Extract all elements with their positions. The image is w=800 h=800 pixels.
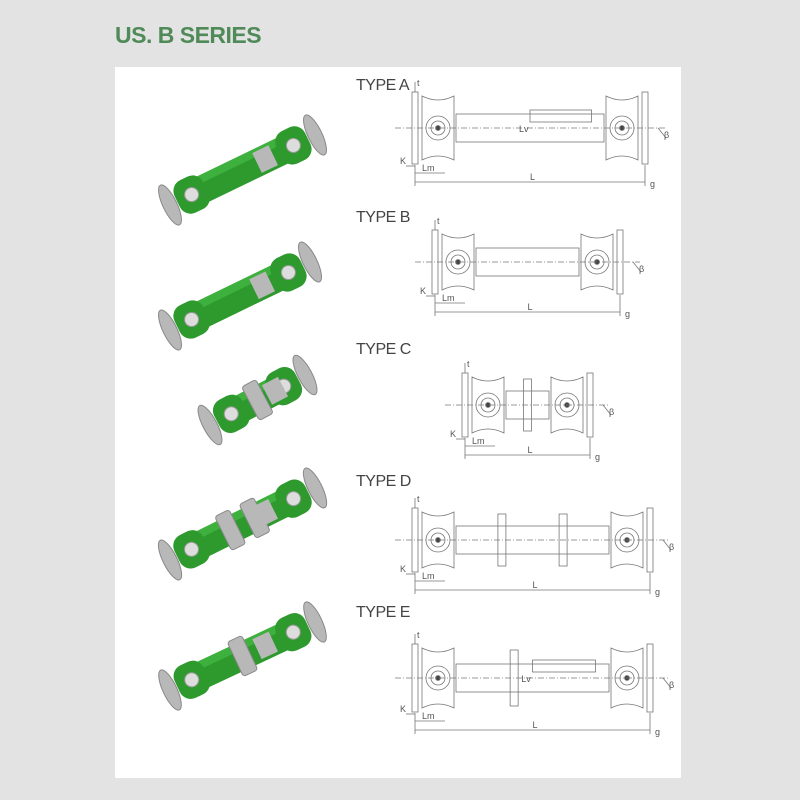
type-d-label: TYPE D	[356, 473, 411, 490]
dim-g: g	[650, 179, 655, 189]
dim-g: g	[655, 587, 660, 597]
cross-bearing	[223, 406, 239, 422]
type-e-label: TYPE E	[356, 604, 410, 621]
dim-k: K	[450, 429, 456, 439]
dim-beta: β	[669, 542, 674, 552]
dim-lm: Lm	[472, 436, 485, 446]
yoke-outline	[610, 647, 644, 709]
yoke-outline	[421, 511, 455, 569]
flange	[158, 309, 182, 351]
yoke-outline	[421, 647, 455, 709]
yoke-outline	[580, 233, 614, 291]
dim-beta: β	[669, 680, 674, 690]
flange	[197, 404, 223, 446]
angle-line	[657, 127, 667, 139]
dim-k: K	[400, 156, 406, 166]
mid-flange	[558, 513, 568, 567]
shaft-image-e	[158, 601, 327, 711]
cross-bearing	[184, 187, 200, 203]
dim-t: t	[417, 630, 420, 640]
dim-lm: Lm	[422, 571, 435, 581]
dim-lm: Lm	[442, 293, 455, 303]
dim-l: L	[528, 445, 533, 455]
dim-lv: Lv	[521, 674, 531, 684]
flange	[292, 354, 318, 396]
cross-bearing	[285, 624, 301, 640]
dim-l: L	[533, 720, 538, 730]
cross-bearing	[184, 312, 200, 328]
cross-bearing	[184, 672, 200, 688]
angle-line	[632, 261, 642, 273]
type-b-label: TYPE B	[356, 209, 410, 226]
dim-l: L	[530, 172, 535, 182]
dim-beta: β	[609, 407, 614, 417]
flange	[158, 184, 182, 226]
dim-beta: β	[664, 130, 669, 140]
spline-sleeve	[249, 271, 275, 300]
dim-g: g	[595, 452, 600, 462]
dim-k: K	[400, 704, 406, 714]
shaft-image-d	[157, 467, 328, 581]
dim-k: K	[400, 564, 406, 574]
yoke-outline	[605, 95, 639, 161]
dim-t: t	[437, 216, 440, 226]
angle-line	[662, 539, 672, 551]
shaft-image-c	[197, 354, 318, 446]
spline-sleeve	[261, 376, 289, 405]
type-a-label: TYPE A	[356, 77, 410, 94]
flange	[158, 669, 182, 711]
yoke-outline	[610, 511, 644, 569]
shaft-image-a	[158, 114, 327, 226]
yoke-outline	[471, 376, 505, 434]
type-c-label: TYPE C	[356, 341, 411, 358]
flange	[157, 539, 183, 581]
flange	[303, 601, 327, 643]
yoke-outline	[550, 376, 584, 434]
dim-g: g	[655, 727, 660, 737]
coupling-flange	[242, 380, 273, 420]
angle-line	[602, 404, 612, 416]
cross-bearing	[286, 491, 302, 507]
spline	[529, 109, 592, 123]
spline-sleeve	[252, 631, 278, 660]
flange	[303, 114, 327, 156]
cross-bearing	[280, 264, 296, 280]
flange	[298, 241, 322, 283]
coupling-flange	[227, 635, 258, 677]
dim-lv: Lv	[519, 124, 529, 134]
dim-g: g	[625, 309, 630, 319]
spline	[532, 659, 596, 673]
dim-l: L	[533, 580, 538, 590]
spline-sleeve	[252, 145, 278, 173]
yoke-outline	[441, 233, 475, 291]
dim-k: K	[420, 286, 426, 296]
yoke-outline	[421, 95, 455, 161]
dim-lm: Lm	[422, 163, 435, 173]
coupling-flange	[215, 510, 246, 551]
dim-t: t	[417, 494, 420, 504]
cross-bearing	[285, 137, 301, 153]
dim-t: t	[417, 78, 420, 88]
page-title: US. B SERIES	[115, 22, 262, 48]
dim-lm: Lm	[422, 711, 435, 721]
flange	[302, 467, 328, 509]
dim-l: L	[528, 302, 533, 312]
cross-bearing	[183, 541, 199, 557]
dim-t: t	[467, 359, 470, 369]
shaft-image-b	[158, 241, 322, 351]
angle-line	[662, 677, 672, 689]
spline-sleeve	[252, 498, 279, 527]
dim-beta: β	[639, 264, 644, 274]
